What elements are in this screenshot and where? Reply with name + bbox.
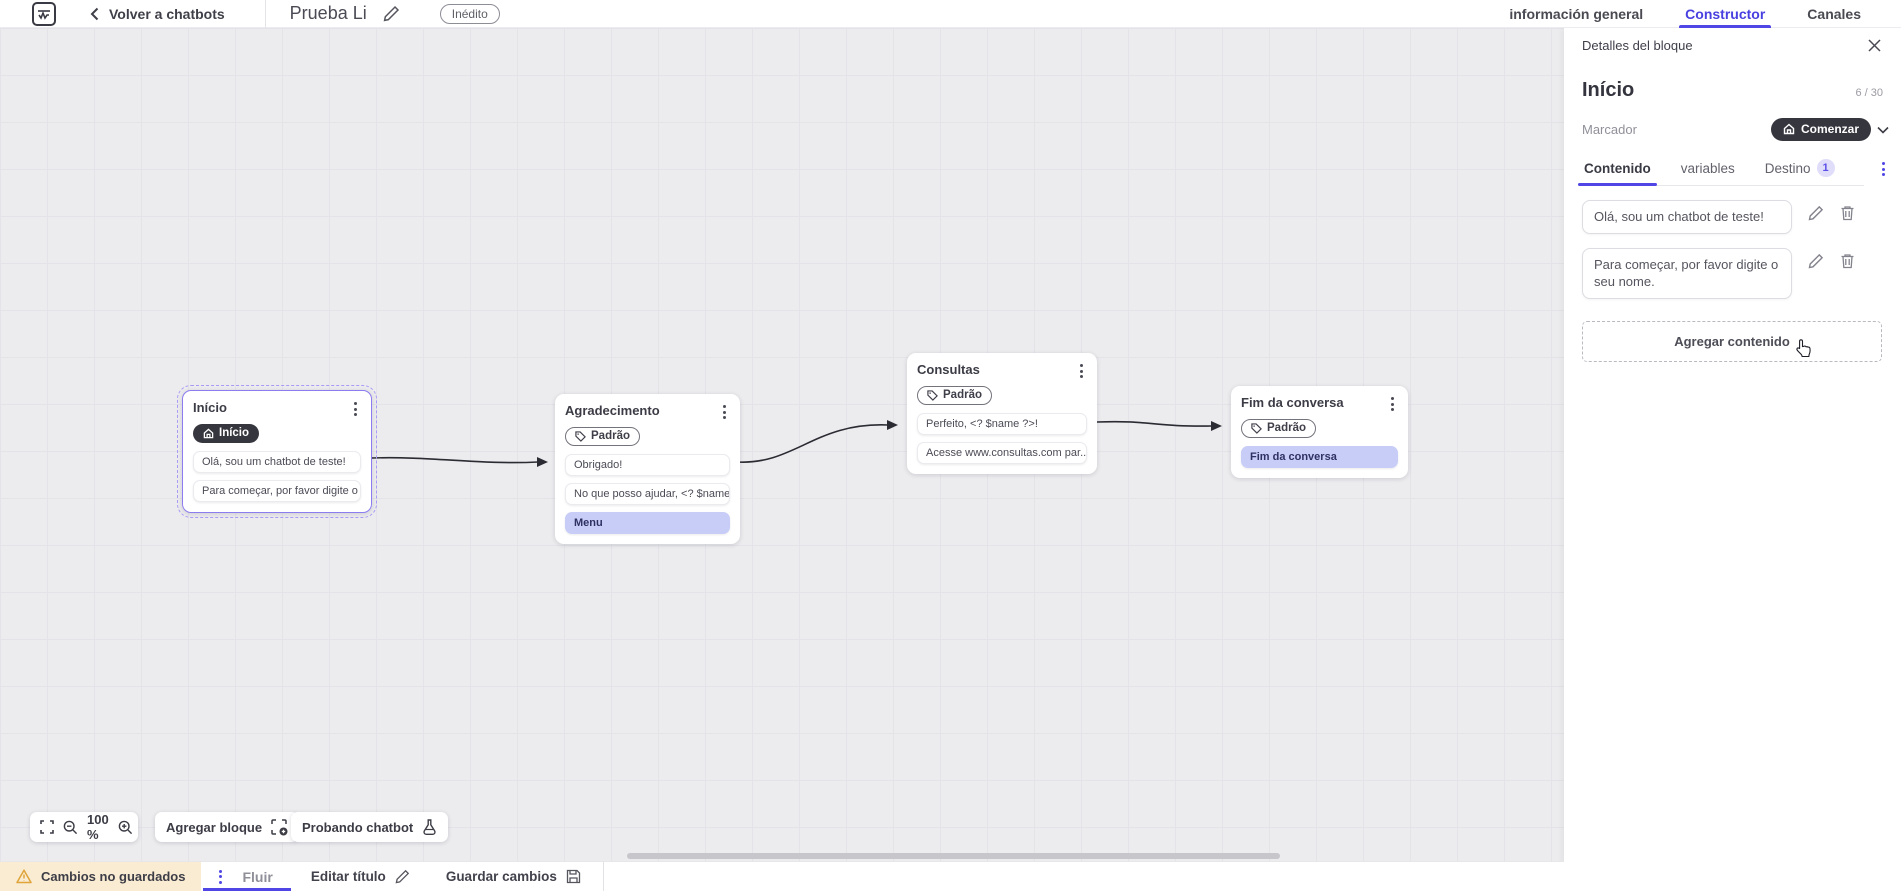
save-icon xyxy=(566,869,581,884)
flow-node-consultas[interactable]: Consultas Padrão Perfeito, <? $name ?>! … xyxy=(907,353,1097,474)
marker-value-button[interactable]: Comenzar xyxy=(1770,118,1871,141)
save-changes-button[interactable]: Guardar cambios xyxy=(428,862,599,891)
pencil-icon xyxy=(395,869,409,884)
node-message-end[interactable]: Fim da conversa xyxy=(1241,445,1398,468)
tag-icon xyxy=(927,389,938,401)
flask-icon xyxy=(423,819,436,835)
test-chatbot-label: Probando chatbot xyxy=(302,819,414,835)
top-header: Volver a chatbots Prueba Li Inédito info… xyxy=(0,0,1901,28)
footer-divider xyxy=(602,862,604,891)
edit-content-icon[interactable] xyxy=(1808,253,1824,269)
zoom-out-icon[interactable] xyxy=(63,820,78,835)
node-title: Início xyxy=(193,400,227,415)
flow-tab[interactable]: Fluir xyxy=(201,862,292,891)
node-message[interactable]: Perfeito, <? $name ?>! xyxy=(917,412,1087,435)
tab-constructor[interactable]: Constructor xyxy=(1679,0,1772,28)
node-message[interactable]: Olá, sou um chatbot de teste! xyxy=(193,450,361,473)
flow-canvas[interactable]: Início Início Olá, sou um chatbot de tes… xyxy=(0,28,1564,861)
node-type-badge: Padrão xyxy=(565,427,640,446)
zoom-level: 100 % xyxy=(87,812,109,842)
node-message[interactable]: Obrigado! xyxy=(565,453,730,476)
horizontal-scrollbar[interactable] xyxy=(627,853,1280,859)
bottom-bar: Cambios no guardados Fluir Editar título… xyxy=(0,861,1564,891)
add-content-button[interactable]: Agregar contenido xyxy=(1582,320,1882,362)
flow-node-agradecimento[interactable]: Agradecimento Padrão Obrigado! No que po… xyxy=(555,394,740,544)
edit-content-icon[interactable] xyxy=(1808,205,1824,221)
delete-content-icon[interactable] xyxy=(1840,205,1855,221)
app-logo-icon[interactable] xyxy=(32,1,56,26)
tag-icon xyxy=(575,430,586,442)
block-title: Início xyxy=(1582,79,1635,101)
test-chatbot-button[interactable]: Probando chatbot xyxy=(291,812,449,842)
unsaved-label: Cambios no guardados xyxy=(41,869,186,884)
node-message[interactable]: Acesse www.consultas.com par... xyxy=(917,441,1087,464)
status-badge: Inédito xyxy=(439,3,500,24)
tab-informacion-general[interactable]: información general xyxy=(1509,6,1644,22)
back-label: Volver a chatbots xyxy=(109,5,225,22)
edit-title-icon[interactable] xyxy=(383,5,400,22)
add-block-button[interactable]: Agregar bloque xyxy=(155,812,300,842)
chatbot-title: Prueba Li xyxy=(289,3,367,23)
chevron-down-icon[interactable] xyxy=(1877,126,1889,134)
tab-canales[interactable]: Canales xyxy=(1807,6,1861,22)
home-icon xyxy=(1783,123,1795,135)
unsaved-changes-chip: Cambios no guardados xyxy=(0,862,202,891)
node-type-badge: Padrão xyxy=(917,386,992,405)
node-menu-icon[interactable] xyxy=(1387,395,1398,413)
fullscreen-icon[interactable] xyxy=(40,820,54,834)
flow-tab-label: Fluir xyxy=(242,868,273,885)
flow-node-fim-da-conversa[interactable]: Fim da conversa Padrão Fim da conversa xyxy=(1231,386,1408,478)
zoom-controls: 100 % xyxy=(30,812,138,842)
marker-label: Marcador xyxy=(1582,122,1637,137)
content-item[interactable]: Para começar, por favor digite o seu nom… xyxy=(1582,247,1792,299)
tab-variables[interactable]: variables xyxy=(1680,160,1735,176)
node-message-menu[interactable]: Menu xyxy=(565,511,730,534)
node-type-badge: Início xyxy=(193,424,260,443)
flow-node-inicio[interactable]: Início Início Olá, sou um chatbot de tes… xyxy=(177,385,377,518)
node-menu-icon[interactable] xyxy=(1076,362,1087,380)
node-title: Consultas xyxy=(917,362,980,377)
back-to-chatbots-button[interactable]: Volver a chatbots xyxy=(90,6,225,22)
node-message[interactable]: No que posso ajudar, <? $name ... xyxy=(565,482,730,505)
node-message[interactable]: Para começar, por favor digite o ... xyxy=(193,479,361,502)
content-item[interactable]: Olá, sou um chatbot de teste! xyxy=(1582,200,1792,234)
char-counter: 6 / 30 xyxy=(1855,87,1883,99)
tag-icon xyxy=(1251,422,1262,434)
header-divider xyxy=(264,0,266,28)
delete-content-icon[interactable] xyxy=(1840,253,1855,269)
zoom-in-icon[interactable] xyxy=(118,820,133,835)
tab-contenido[interactable]: Contenido xyxy=(1578,155,1657,186)
flow-menu-icon[interactable] xyxy=(215,868,226,886)
panel-title: Detalles del bloque xyxy=(1582,38,1693,53)
node-menu-icon[interactable] xyxy=(350,400,361,418)
add-block-icon xyxy=(271,818,288,835)
close-icon[interactable] xyxy=(1868,39,1881,52)
destino-count-badge: 1 xyxy=(1816,159,1835,177)
block-details-panel: Detalles del bloque Início 6 / 30 Marcad… xyxy=(1564,28,1901,891)
node-title: Fim da conversa xyxy=(1241,395,1344,410)
node-title: Agradecimento xyxy=(565,403,660,418)
warning-icon xyxy=(16,869,32,884)
edit-title-button[interactable]: Editar título xyxy=(293,862,428,891)
header-tabs: información general Constructor Canales xyxy=(1503,0,1867,28)
node-type-badge: Padrão xyxy=(1241,419,1316,438)
panel-menu-icon[interactable] xyxy=(1878,160,1889,178)
node-menu-icon[interactable] xyxy=(719,403,730,421)
home-icon xyxy=(203,428,214,438)
add-block-label: Agregar bloque xyxy=(166,819,263,835)
chevron-left-icon xyxy=(90,7,99,20)
